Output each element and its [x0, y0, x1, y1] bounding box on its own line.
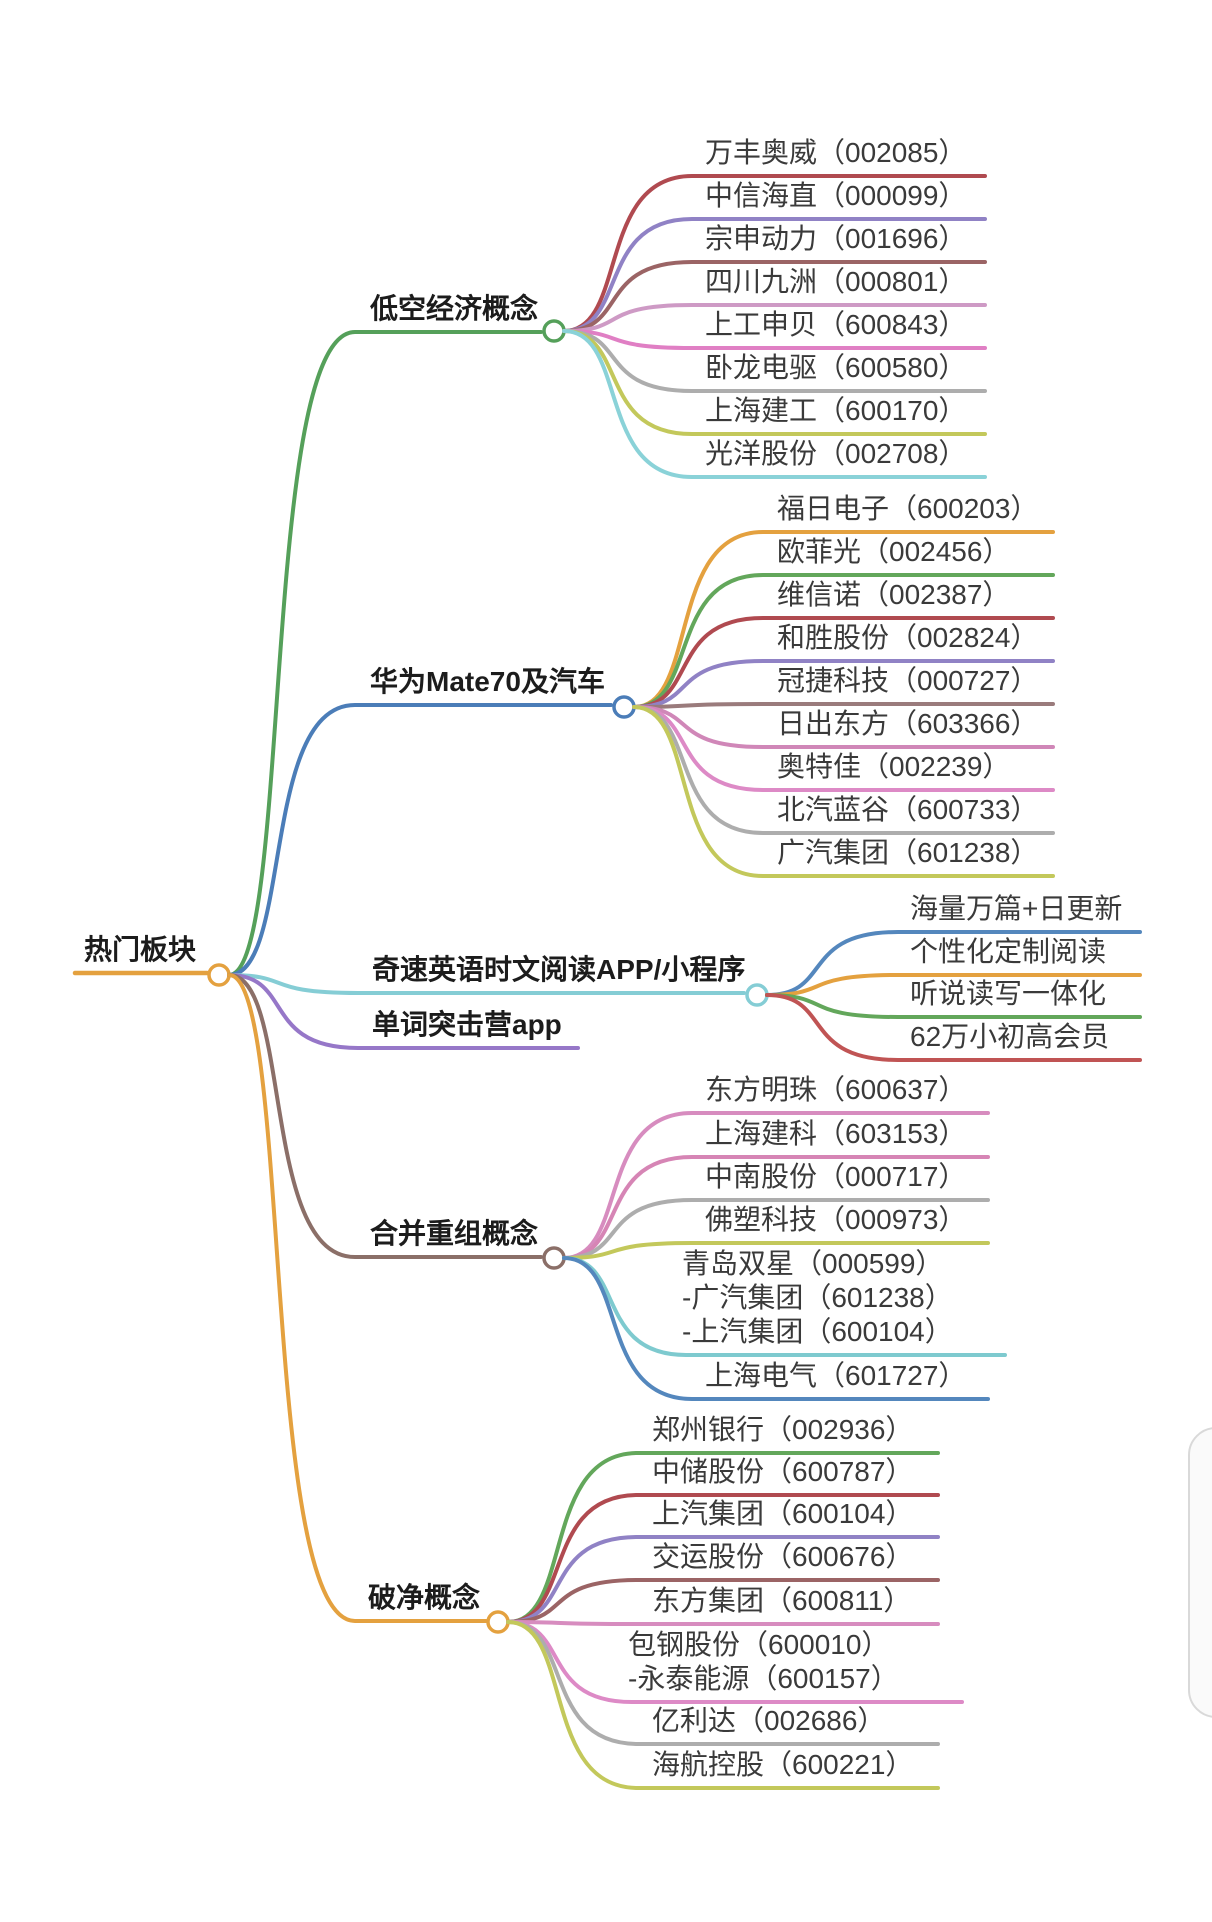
connector-line: [562, 1256, 990, 1401]
leaf-4-4-line-1: -广汽集团（601238）: [682, 1282, 953, 1313]
connector-line: [562, 1198, 990, 1260]
leaf-4-4-label[interactable]: 青岛双星（000599）-广汽集团（601238）-上汽集团（600104）: [682, 1247, 953, 1349]
leaf-2-0-label[interactable]: 海量万篇+日更新: [910, 893, 1123, 924]
connector-line: [506, 1493, 940, 1624]
leaf-4-2-label[interactable]: 中南股份（000717）: [705, 1161, 967, 1192]
connector-line: [227, 330, 543, 977]
branch-3-label[interactable]: 单词突击营app: [372, 1009, 562, 1040]
leaf-4-4-line-0: 青岛双星（000599）: [682, 1248, 944, 1279]
connector-line: [632, 705, 1055, 878]
leaf-1-0-label[interactable]: 福日电子（600203）: [777, 493, 1039, 524]
connector-line: [765, 993, 1142, 1019]
connector-line: [506, 1535, 940, 1624]
leaf-0-2-label[interactable]: 宗申动力（001696）: [705, 223, 967, 254]
connector-line: [632, 616, 1055, 709]
leaf-0-1-label[interactable]: 中信海直（000099）: [705, 180, 967, 211]
leaf-0-3-label[interactable]: 四川九洲（000801）: [705, 266, 967, 297]
connector-line: [562, 174, 987, 333]
branch-5-circle[interactable]: [486, 1610, 510, 1634]
connector-line: [562, 260, 987, 333]
branch-2-label[interactable]: 奇速英语时文阅读APP/小程序: [372, 954, 746, 985]
leaf-4-5-label[interactable]: 上海电气（601727）: [705, 1360, 967, 1391]
leaf-5-5-line-0: 包钢股份（600010）: [628, 1629, 890, 1660]
leaf-4-1-label[interactable]: 上海建科（603153）: [705, 1118, 967, 1149]
connector-line: [227, 973, 746, 995]
connector-line: [562, 329, 987, 479]
leaf-1-8-label[interactable]: 广汽集团（601238）: [777, 837, 1039, 868]
leaf-5-4-label[interactable]: 东方集团（600811）: [652, 1585, 912, 1616]
connector-line: [506, 1578, 940, 1624]
leaf-5-3-label[interactable]: 交运股份（600676）: [652, 1541, 914, 1572]
root-node-circle[interactable]: [207, 963, 231, 987]
leaf-0-4-label[interactable]: 上工申贝（600843）: [705, 309, 967, 340]
leaf-1-2-label[interactable]: 维信诺（002387）: [777, 579, 1011, 610]
leaf-5-5-line-1: -永泰能源（600157）: [628, 1663, 899, 1694]
leaf-5-6-label[interactable]: 亿利达（002686）: [652, 1705, 886, 1736]
scrollbar-thumb[interactable]: [1188, 1427, 1212, 1718]
connector-line: [506, 1620, 940, 1626]
leaf-0-0-label[interactable]: 万丰奥威（002085）: [705, 137, 967, 168]
leaf-1-6-label[interactable]: 奥特佳（002239）: [777, 751, 1011, 782]
leaf-1-4-label[interactable]: 冠捷科技（000727）: [777, 665, 1039, 696]
root-node-label[interactable]: 热门板块: [84, 934, 197, 965]
connector-line: [506, 1620, 940, 1790]
leaf-5-2-label[interactable]: 上汽集团（600104）: [652, 1498, 914, 1529]
leaf-4-4-line-2: -上汽集团（600104）: [682, 1316, 953, 1347]
connector-line: [227, 973, 543, 1259]
branch-4-circle[interactable]: [542, 1246, 566, 1270]
connector-line: [562, 329, 987, 350]
leaf-1-5-label[interactable]: 日出东方（603366）: [777, 708, 1039, 739]
leaf-2-3-label[interactable]: 62万小初高会员: [910, 1021, 1110, 1052]
connector-line: [765, 993, 1142, 1062]
branch-0-label[interactable]: 低空经济概念: [370, 293, 539, 324]
connector-line: [562, 217, 987, 333]
branch-4-label[interactable]: 合并重组概念: [370, 1218, 539, 1249]
connector-line: [765, 930, 1142, 997]
connector-line: [562, 303, 987, 333]
leaf-5-5-label[interactable]: 包钢股份（600010）-永泰能源（600157）: [628, 1628, 899, 1696]
leaf-2-1-label[interactable]: 个性化定制阅读: [910, 936, 1107, 967]
leaf-0-6-label[interactable]: 上海建工（600170）: [705, 395, 967, 426]
connector-line: [562, 1155, 990, 1260]
leaf-2-2-label[interactable]: 听说读写一体化: [910, 978, 1107, 1009]
leaf-0-7-label[interactable]: 光洋股份（002708）: [705, 438, 967, 469]
leaf-5-1-label[interactable]: 中储股份（600787）: [652, 1456, 914, 1487]
leaf-4-3-label[interactable]: 佛塑科技（000973）: [705, 1204, 967, 1235]
connector-line: [632, 659, 1055, 709]
branch-1-circle[interactable]: [612, 695, 636, 719]
connector-line: [562, 1241, 990, 1260]
leaf-1-7-label[interactable]: 北汽蓝谷（600733）: [777, 794, 1039, 825]
branch-1-label[interactable]: 华为Mate70及汽车: [370, 666, 605, 697]
leaf-1-1-label[interactable]: 欧菲光（002456）: [777, 536, 1011, 567]
leaf-4-0-label[interactable]: 东方明珠（600637）: [705, 1074, 967, 1105]
branch-2-circle[interactable]: [745, 983, 769, 1007]
connector-line: [632, 573, 1055, 709]
connector-line: [562, 1111, 990, 1260]
connector-line: [227, 973, 488, 1623]
connector-line: [227, 973, 580, 1050]
leaf-1-3-label[interactable]: 和胜股份（002824）: [777, 622, 1039, 653]
leaf-0-5-label[interactable]: 卧龙电驱（600580）: [705, 352, 967, 383]
branch-0-circle[interactable]: [542, 319, 566, 343]
leaf-5-0-label[interactable]: 郑州银行（002936）: [652, 1414, 914, 1445]
connector-line: [765, 973, 1142, 997]
connector-line: [227, 703, 613, 977]
branch-5-label[interactable]: 破净概念: [368, 1582, 481, 1613]
leaf-5-7-label[interactable]: 海航控股（600221）: [652, 1749, 914, 1780]
